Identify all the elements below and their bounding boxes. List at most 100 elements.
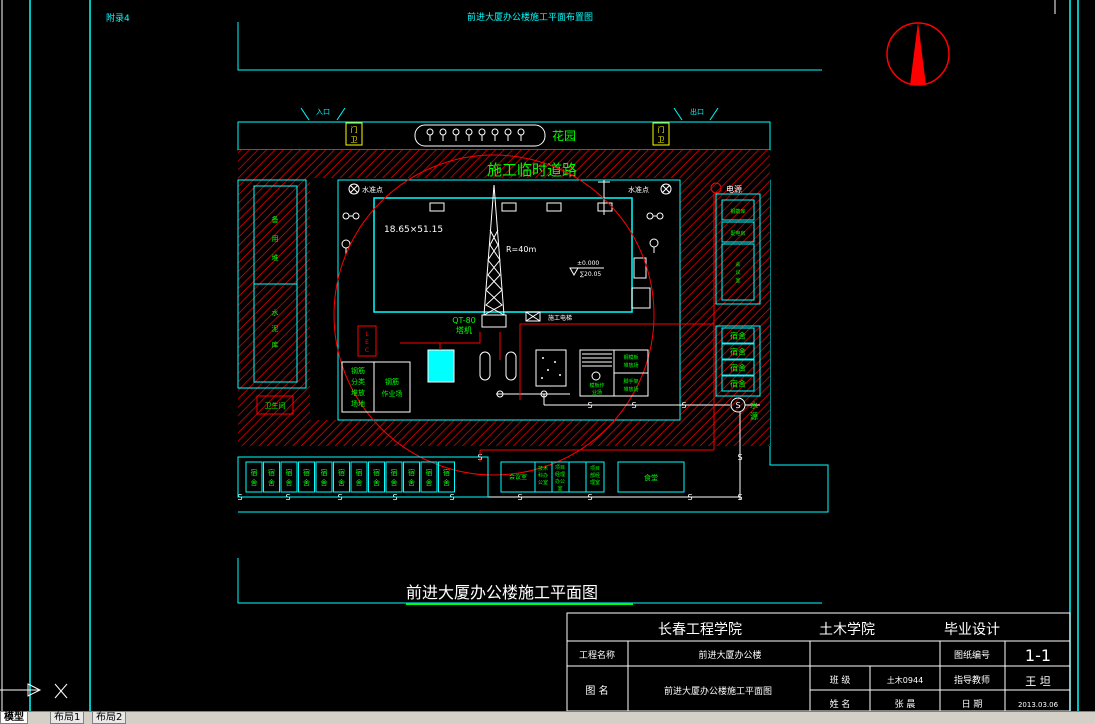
meeting-room-text: 室 (735, 277, 740, 284)
dorm-text: 宿 (321, 468, 328, 477)
formwork-text: 业场 (592, 389, 602, 396)
rebar-storage-room[interactable] (721, 199, 755, 221)
tank-icons (479, 351, 517, 381)
dorm-text: 宿 (286, 468, 293, 477)
canteen-text: 食堂 (644, 473, 658, 482)
water-point-right: 水准点 (628, 185, 649, 194)
dorm-text: 舍 (321, 478, 328, 487)
dorm-text: 舍 (426, 478, 433, 487)
power-line (400, 194, 715, 462)
dormitory-room[interactable]: 宿舍 (333, 461, 350, 493)
tree-icon (452, 128, 460, 141)
canteen[interactable] (617, 461, 685, 493)
dormitory-room[interactable]: 宿舍 (315, 461, 333, 493)
tech-office-text: 科办 (538, 472, 548, 479)
class-value: 土木0944 (887, 675, 923, 685)
dorm-text: 舍 (251, 478, 258, 487)
power-room-text: 配电房 (730, 230, 745, 237)
dormitory-room[interactable]: 宿舍 (721, 327, 755, 344)
dormitory-room[interactable]: 宿舍 (721, 343, 755, 360)
tower-crane-icon[interactable] (481, 184, 507, 328)
meeting-room-right[interactable] (721, 243, 755, 301)
tab-layout1[interactable]: 布局1 (50, 712, 85, 724)
dormitory-room[interactable]: 宿舍 (280, 461, 298, 493)
scaffold-icon[interactable] (525, 311, 541, 322)
tree-icon (465, 128, 473, 141)
dormitory-room[interactable]: 宿舍 (721, 375, 755, 392)
spare-storage-text: 堆 (272, 253, 279, 262)
date-value: 2013.03.06 (1018, 701, 1059, 709)
gate-right[interactable] (652, 122, 670, 146)
gate-left[interactable] (345, 122, 363, 146)
power-label: 电源 (726, 184, 742, 194)
hydrant-icons (341, 212, 664, 254)
tree-icon (426, 128, 434, 141)
dormitory-room[interactable]: 宿舍 (245, 461, 263, 493)
dorm-text: 舍 (408, 478, 415, 487)
dormitory-room[interactable]: 宿舍 (298, 461, 315, 493)
dorm-text: 舍 (373, 478, 380, 487)
dormitory-room[interactable]: 宿舍 (438, 461, 455, 493)
pm-office-text: 室 (557, 485, 562, 492)
pipe-s-label: S (587, 401, 592, 410)
dormitory-room[interactable]: 宿舍 (368, 461, 385, 493)
formwork-hatch (582, 353, 612, 367)
dorm-text: 宿舍 (730, 331, 746, 341)
lec-text: E (365, 339, 369, 346)
pm-office-text: 项目 (555, 465, 565, 471)
water-source-label2: 源 (750, 412, 758, 421)
toilet-room[interactable] (256, 395, 294, 415)
dorm-text: 宿 (391, 468, 398, 477)
tree-icon (478, 128, 486, 141)
left-storage-frame (237, 179, 307, 389)
appendix-label: 附录4 (106, 12, 130, 24)
dorm-text: 舍 (443, 478, 450, 487)
rebar-work-text: 钢筋 (385, 377, 399, 386)
dormitory-room[interactable]: 宿舍 (420, 461, 438, 493)
tech-office-text: 技术 (538, 465, 548, 472)
sand-dots (541, 357, 561, 379)
dormitory-room[interactable]: 宿舍 (403, 461, 420, 493)
dorm-text: 舍 (268, 478, 275, 487)
outer-frame-white (1, 0, 1056, 711)
manager-room[interactable] (585, 461, 605, 493)
water-source-s: S (735, 401, 740, 410)
dormitory-room[interactable]: 宿舍 (721, 359, 755, 376)
dormitory-room[interactable]: 宿舍 (385, 461, 403, 493)
rebar-storage-text: 钢筋库 (730, 208, 745, 215)
gate-left-text1: 门 (351, 125, 358, 134)
formwork-text: 脚手架 (623, 378, 638, 385)
lec-box[interactable] (357, 325, 377, 357)
garden-area[interactable] (414, 124, 546, 147)
building-footprint[interactable] (373, 197, 633, 313)
tab-layout2[interactable]: 布局2 (92, 712, 127, 724)
manager-room-text: 部经 (590, 472, 600, 479)
dorm-text: 宿 (373, 468, 380, 477)
rebar-yard-text: 钢筋 (351, 366, 365, 375)
crane-label: QT-80 (452, 316, 476, 325)
cement-storage[interactable] (253, 283, 298, 383)
pm-office-text: 办公 (555, 478, 565, 485)
water-source-label: 水 (750, 400, 758, 410)
mixer-station[interactable] (427, 349, 455, 383)
rebar-yard-text: 分类 (351, 377, 365, 386)
sand-yard[interactable] (535, 349, 567, 387)
student-label: 姓 名 (830, 698, 851, 710)
dormitory-room[interactable]: 宿舍 (350, 461, 368, 493)
tree-icons (426, 128, 525, 141)
tab-model[interactable]: 模型 (0, 712, 28, 724)
crane-label2: 塔机 (456, 325, 472, 335)
power-room[interactable] (721, 221, 755, 243)
elevation-triangle (569, 267, 579, 277)
dorm-text: 宿 (268, 468, 275, 477)
right-rooms-frame (715, 193, 761, 305)
project-name-label: 工程名称 (579, 649, 615, 661)
dormitory-room[interactable]: 宿舍 (263, 461, 280, 493)
crane-radius-circle (333, 154, 655, 476)
water-point-icon (348, 183, 672, 195)
elevation-label: ±0.000 (577, 260, 599, 267)
rebar-workyard[interactable] (373, 361, 411, 413)
dorm-text: 宿 (338, 468, 345, 477)
